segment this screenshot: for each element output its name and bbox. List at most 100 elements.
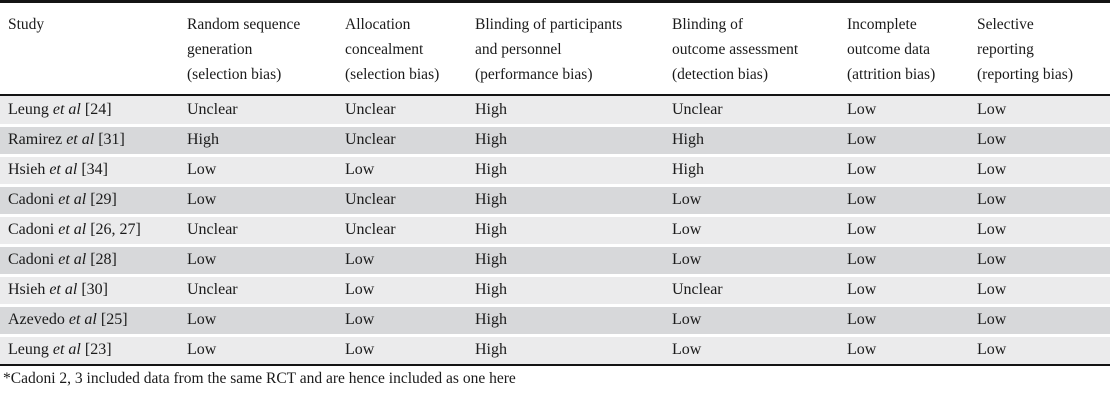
rating-cell: Low bbox=[839, 123, 969, 155]
study-ref: [24] bbox=[84, 100, 112, 118]
table-row: Ramirez et al [31] High Unclear High Hig… bbox=[0, 123, 1110, 155]
study-cell: Cadoni et al [26, 27] bbox=[0, 213, 179, 245]
rating-cell: Low bbox=[839, 273, 969, 305]
etal-label: et al bbox=[49, 161, 78, 179]
etal-label: et al bbox=[52, 341, 81, 359]
rating-cell: Low bbox=[839, 183, 969, 215]
col-header-incomplete-outcome: Incomplete outcome data (attrition bias) bbox=[839, 1, 969, 96]
study-name: Azevedo bbox=[8, 311, 65, 329]
rating-cell: Low bbox=[664, 333, 839, 366]
rating-cell: High bbox=[467, 273, 664, 305]
rating-cell: Low bbox=[179, 303, 337, 335]
rating-cell: Low bbox=[839, 333, 969, 366]
col-header-study: Study bbox=[0, 1, 179, 96]
study-name: Leung bbox=[8, 100, 49, 118]
col-header-random-sequence: Random sequence generation (selection bi… bbox=[179, 1, 337, 96]
study-ref: [29] bbox=[90, 191, 117, 209]
rating-cell: Low bbox=[969, 123, 1110, 155]
rating-cell: High bbox=[467, 123, 664, 155]
header-row: Study Random sequence generation (select… bbox=[0, 1, 1110, 96]
study-ref: [30] bbox=[81, 281, 108, 299]
rating-cell: Unclear bbox=[664, 273, 839, 305]
table-row: Cadoni et al [29] Low Unclear High Low L… bbox=[0, 183, 1110, 215]
study-cell: Cadoni et al [28] bbox=[0, 243, 179, 275]
etal-label: et al bbox=[66, 131, 95, 149]
study-cell: Azevedo et al [25] bbox=[0, 303, 179, 335]
study-name: Hsieh bbox=[8, 281, 46, 299]
rating-cell: Unclear bbox=[337, 123, 467, 155]
rating-cell: Low bbox=[664, 303, 839, 335]
etal-label: et al bbox=[58, 221, 87, 239]
rating-cell: Unclear bbox=[179, 213, 337, 245]
table-row: Leung et al [24] Unclear Unclear High Un… bbox=[0, 95, 1110, 125]
rating-cell: High bbox=[467, 333, 664, 366]
table-row: Hsieh et al [30] Unclear Low High Unclea… bbox=[0, 273, 1110, 305]
table-row: Cadoni et al [26, 27] Unclear Unclear Hi… bbox=[0, 213, 1110, 245]
study-cell: Ramirez et al [31] bbox=[0, 123, 179, 155]
rating-cell: Unclear bbox=[337, 183, 467, 215]
rating-cell: Low bbox=[969, 183, 1110, 215]
study-cell: Leung et al [24] bbox=[0, 95, 179, 125]
rating-cell: Low bbox=[969, 333, 1110, 366]
study-name: Cadoni bbox=[8, 251, 55, 269]
rating-cell: Low bbox=[337, 303, 467, 335]
rating-cell: Low bbox=[969, 243, 1110, 275]
col-header-selective-reporting: Selective reporting (reporting bias) bbox=[969, 1, 1110, 96]
etal-label: et al bbox=[68, 311, 97, 329]
etal-label: et al bbox=[58, 191, 87, 209]
rating-cell: Low bbox=[179, 183, 337, 215]
rating-cell: Low bbox=[664, 183, 839, 215]
study-name: Hsieh bbox=[8, 161, 46, 179]
etal-label: et al bbox=[58, 251, 87, 269]
rating-cell: Low bbox=[839, 95, 969, 125]
rating-cell: High bbox=[467, 95, 664, 125]
study-cell: Hsieh et al [34] bbox=[0, 153, 179, 185]
rating-cell: Low bbox=[337, 243, 467, 275]
risk-of-bias-table: Study Random sequence generation (select… bbox=[0, 0, 1110, 366]
rating-cell: Low bbox=[337, 273, 467, 305]
table-footnote: *Cadoni 2, 3 included data from the same… bbox=[0, 366, 1110, 388]
rating-cell: Low bbox=[839, 243, 969, 275]
rating-cell: Low bbox=[969, 213, 1110, 245]
rating-cell: Low bbox=[839, 153, 969, 185]
rating-cell: Low bbox=[969, 95, 1110, 125]
col-header-blinding-participants: Blinding of participants and personnel (… bbox=[467, 1, 664, 96]
rating-cell: Low bbox=[839, 213, 969, 245]
rating-cell: High bbox=[467, 183, 664, 215]
rating-cell: Low bbox=[179, 333, 337, 366]
study-name: Leung bbox=[8, 341, 49, 359]
table-row: Azevedo et al [25] Low Low High Low Low … bbox=[0, 303, 1110, 335]
rating-cell: Low bbox=[179, 153, 337, 185]
rating-cell: High bbox=[664, 123, 839, 155]
rating-cell: Unclear bbox=[179, 95, 337, 125]
rating-cell: High bbox=[467, 213, 664, 245]
rating-cell: High bbox=[179, 123, 337, 155]
study-ref: [28] bbox=[90, 251, 117, 269]
rating-cell: High bbox=[664, 153, 839, 185]
rating-cell: Unclear bbox=[179, 273, 337, 305]
table-row: Cadoni et al [28] Low Low High Low Low L… bbox=[0, 243, 1110, 275]
rating-cell: Low bbox=[839, 303, 969, 335]
table-row: Hsieh et al [34] Low Low High High Low L… bbox=[0, 153, 1110, 185]
rating-cell: Unclear bbox=[337, 95, 467, 125]
study-ref: [26, 27] bbox=[90, 221, 141, 239]
rating-cell: Low bbox=[337, 153, 467, 185]
study-name: Cadoni bbox=[8, 191, 55, 209]
rating-cell: Low bbox=[664, 213, 839, 245]
rating-cell: High bbox=[467, 303, 664, 335]
study-cell: Hsieh et al [30] bbox=[0, 273, 179, 305]
rating-cell: Low bbox=[664, 243, 839, 275]
etal-label: et al bbox=[52, 100, 81, 118]
study-name: Cadoni bbox=[8, 221, 55, 239]
study-ref: [25] bbox=[100, 311, 128, 329]
etal-label: et al bbox=[49, 281, 78, 299]
rating-cell: Low bbox=[969, 273, 1110, 305]
rating-cell: High bbox=[467, 153, 664, 185]
study-ref: [31] bbox=[98, 131, 125, 149]
rating-cell: Low bbox=[179, 243, 337, 275]
study-cell: Leung et al [23] bbox=[0, 333, 179, 366]
rating-cell: High bbox=[467, 243, 664, 275]
study-ref: [34] bbox=[81, 161, 108, 179]
study-ref: [23] bbox=[84, 341, 112, 359]
